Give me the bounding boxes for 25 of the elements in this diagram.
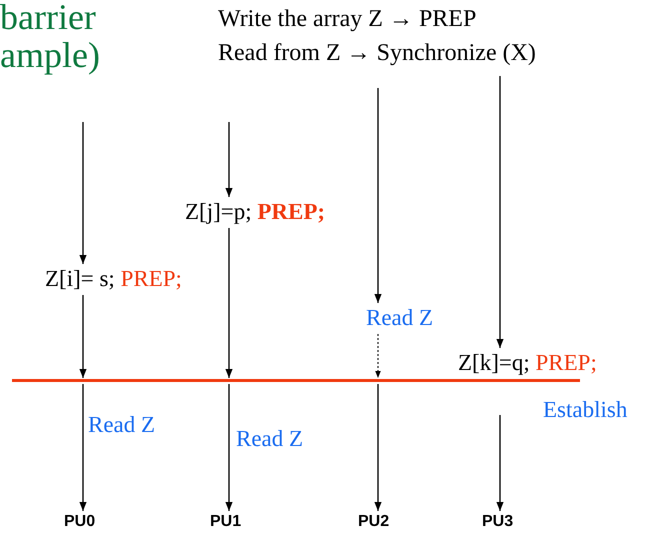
arrow xyxy=(79,295,87,378)
arrow xyxy=(225,228,233,378)
processor-label: PU3 xyxy=(482,512,514,532)
statement-label: Z[k]=q; PREP; xyxy=(458,349,597,377)
arrow xyxy=(225,122,233,197)
barrier-line xyxy=(12,379,580,382)
text-label: Read Z xyxy=(236,426,304,452)
statement-label: Z[j]=p; PREP; xyxy=(185,198,326,226)
statement-label: Z[i]= s; PREP; xyxy=(45,265,182,293)
arrow xyxy=(496,415,504,511)
arrow xyxy=(374,88,382,303)
arrow xyxy=(374,384,382,511)
arrow xyxy=(225,384,233,511)
arrow xyxy=(79,384,87,511)
statement-label: Read Z xyxy=(366,304,434,332)
text-label: Read from Z → Synchronize (X) xyxy=(218,40,536,67)
processor-label: PU1 xyxy=(210,512,242,532)
processor-label: PU0 xyxy=(64,512,96,532)
arrow xyxy=(496,76,504,348)
processor-label: PU2 xyxy=(358,512,390,532)
arrow xyxy=(79,122,87,264)
text-label: Establish xyxy=(543,397,628,423)
text-label: Read Z xyxy=(88,412,156,438)
text-label: Write the array Z → PREP xyxy=(218,6,476,33)
arrow xyxy=(375,334,381,378)
